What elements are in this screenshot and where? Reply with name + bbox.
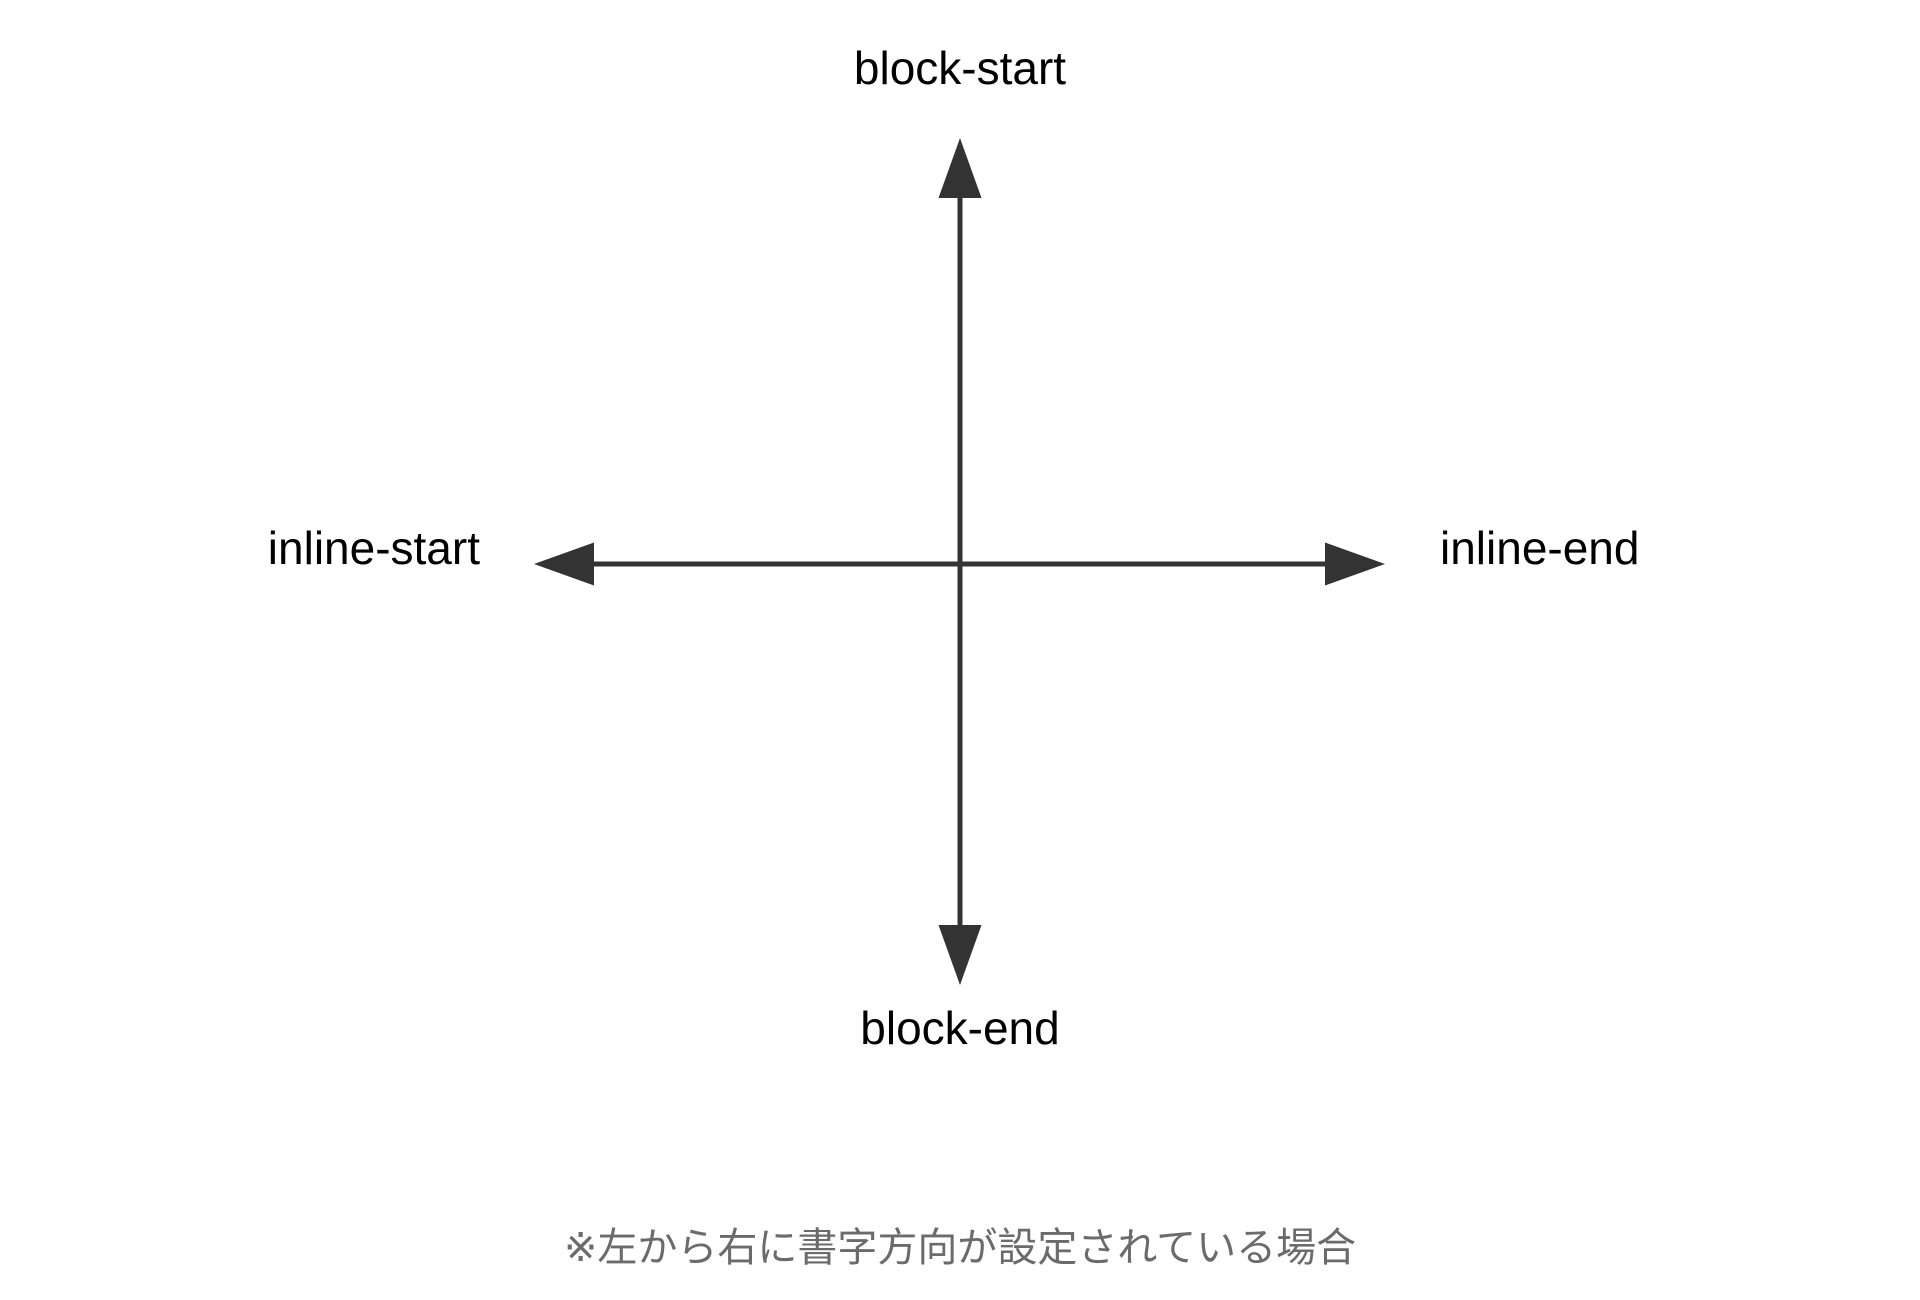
block-end-arrowhead-icon bbox=[938, 925, 982, 985]
inline-start-arrowhead-icon bbox=[534, 542, 594, 586]
inline-end-label: inline-end bbox=[1440, 522, 1640, 574]
inline-end-arrowhead-icon bbox=[1325, 542, 1385, 586]
inline-start-label: inline-start bbox=[267, 522, 480, 574]
block-start-arrowhead-icon bbox=[938, 138, 982, 198]
block-start-label: block-start bbox=[853, 42, 1067, 94]
writing-direction-caption: ※左から右に書字方向が設定されている場合 bbox=[563, 1226, 1357, 1270]
block-end-label: block-end bbox=[860, 1002, 1060, 1054]
